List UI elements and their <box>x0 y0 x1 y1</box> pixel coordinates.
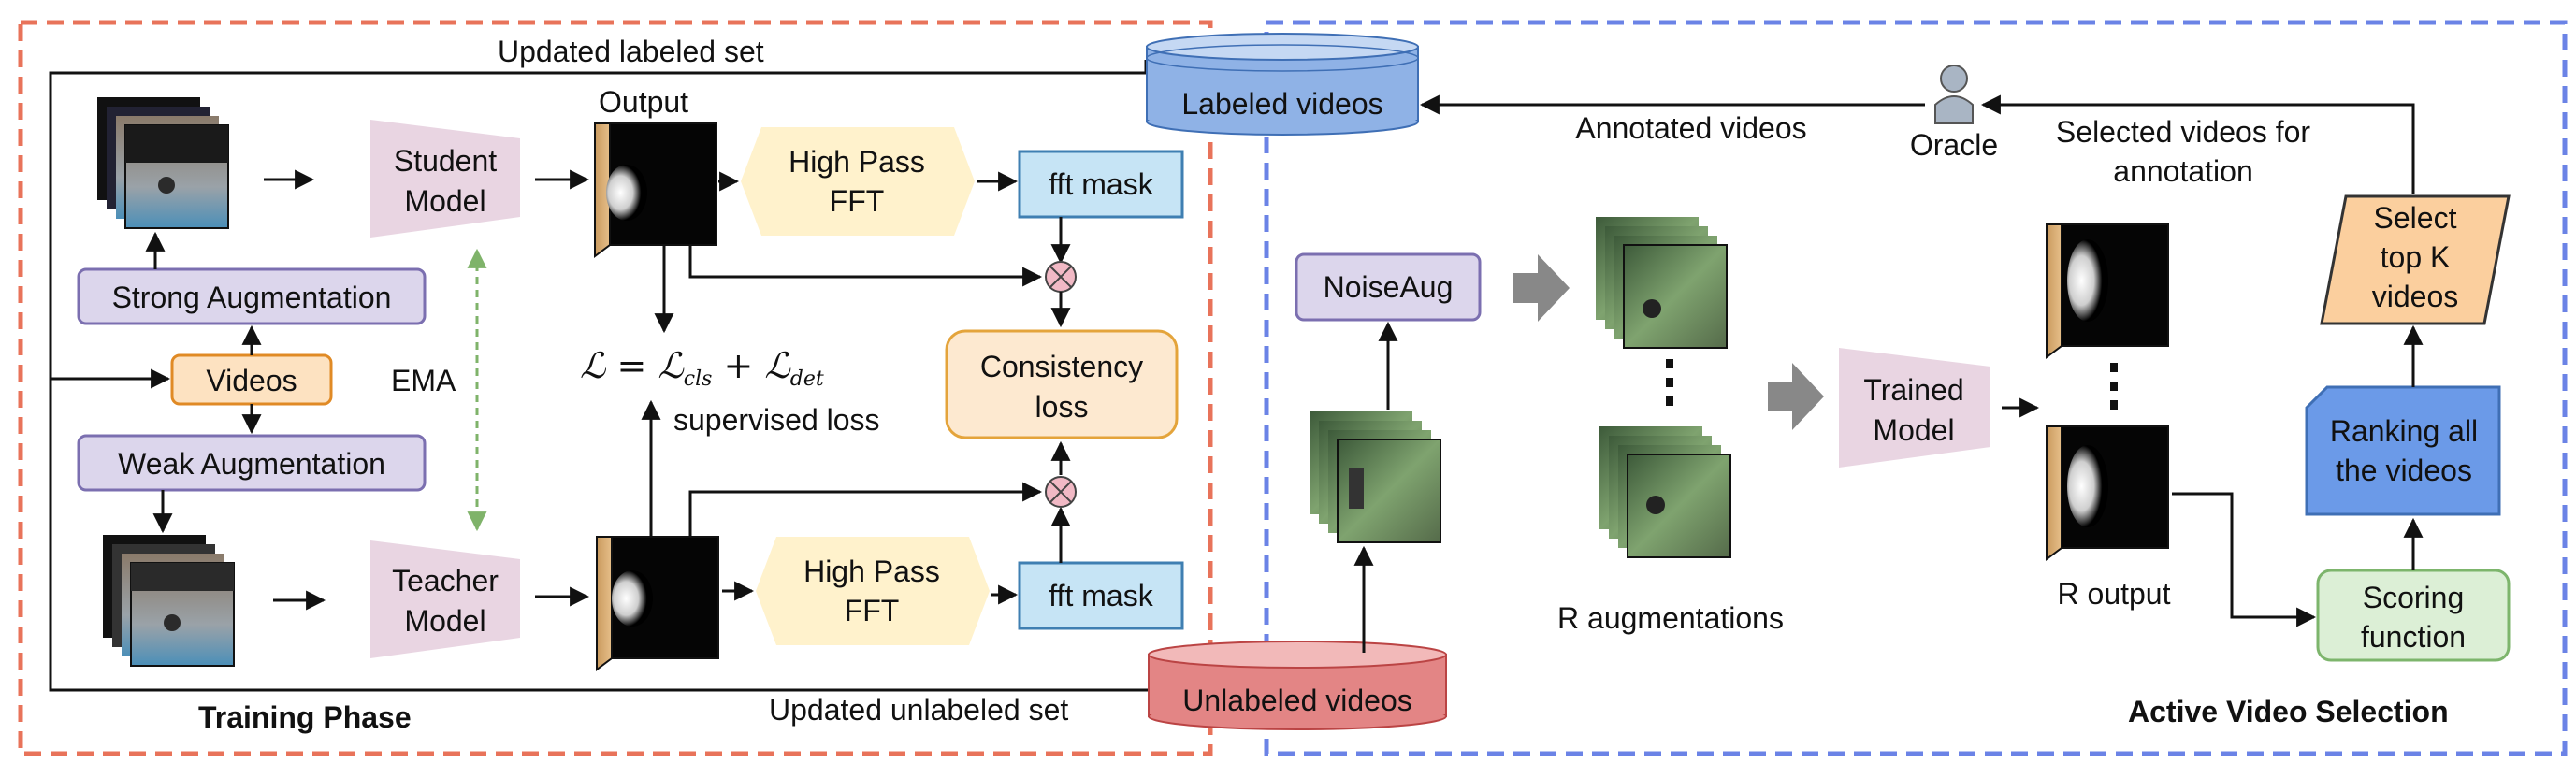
updated-unlabeled-set-label: Updated unlabeled set <box>769 693 1068 727</box>
high-pass-fft-label-top-2: FFT <box>830 184 885 218</box>
r-augmentations-label: R augmentations <box>1557 601 1784 635</box>
weak-augmentation-label: Weak Augmentation <box>118 447 385 481</box>
unlabeled-video-stack-icon <box>1310 411 1441 543</box>
augmented-video-stack-icon-bottom <box>1599 426 1731 558</box>
student-output-cube-icon <box>594 122 717 258</box>
high-pass-fft-block-bottom <box>756 537 990 645</box>
supervised-loss-label: supervised loss <box>673 403 880 437</box>
vertical-ellipsis-icon-output <box>2110 363 2118 410</box>
high-pass-fft-label-top-1: High Pass <box>789 145 925 179</box>
scoring-function-label-2: function <box>2361 620 2466 654</box>
high-pass-fft-block-top <box>741 127 975 236</box>
trained-model-block <box>1839 348 1990 468</box>
teacher-model-label-1: Teacher <box>392 564 499 598</box>
multiply-circle-icon-bottom <box>1045 476 1077 508</box>
fft-mask-block-top <box>1018 150 1184 219</box>
teacher-output-cube-icon <box>596 536 719 671</box>
strong-augmentation-block <box>77 267 427 325</box>
labeled-videos-database-icon <box>1146 33 1419 136</box>
trained-model-label-1: Trained <box>1863 373 1963 407</box>
annotated-videos-label: Annotated videos <box>1575 111 1806 145</box>
active-selection-frame <box>1264 20 2568 756</box>
student-model-block <box>370 120 520 238</box>
select-top-k-label-1: Select <box>2374 201 2457 235</box>
fft-mask-label-top: fft mask <box>1049 167 1153 201</box>
multiply-circle-icon-top <box>1045 261 1077 293</box>
selected-videos-label-2: annotation <box>2113 154 2252 188</box>
oracle-user-icon <box>1934 65 1974 124</box>
training-phase-frame <box>18 20 1213 756</box>
augmented-video-stack-icon-top <box>1596 217 1728 349</box>
trained-model-label-2: Model <box>1873 413 1954 447</box>
loss-formula: ℒ = ℒcls + ℒdet <box>580 345 824 391</box>
weak-augmented-video-stack-icon <box>103 535 235 667</box>
r-output-label: R output <box>2058 577 2171 611</box>
training-phase-title: Training Phase <box>198 700 412 734</box>
strong-augmentation-label: Strong Augmentation <box>112 281 392 314</box>
labeled-videos-label: Labeled videos <box>1181 87 1382 121</box>
unlabeled-videos-database-icon <box>1148 641 1447 730</box>
updated-labeled-set-label: Updated labeled set <box>498 35 764 68</box>
active-selection-title: Active Video Selection <box>2128 695 2449 728</box>
arrow-icon-noise <box>1513 254 1570 322</box>
fft-mask-block-bottom <box>1018 561 1184 630</box>
ranking-label-1: Ranking all <box>2330 414 2478 448</box>
high-pass-fft-label-bottom-1: High Pass <box>803 555 940 588</box>
selected-videos-label-1: Selected videos for <box>2056 115 2311 149</box>
noise-aug-block <box>1295 252 1482 322</box>
ranking-label-2: the videos <box>2336 454 2472 487</box>
arrow-icon-augment <box>1768 363 1824 430</box>
vertical-ellipsis-icon-augment <box>1666 359 1673 406</box>
select-top-k-block <box>2320 194 2511 325</box>
ranking-block <box>2305 385 2501 516</box>
strong-augmented-video-stack-icon <box>97 97 229 229</box>
output-label: Output <box>599 85 688 119</box>
noise-aug-label: NoiseAug <box>1324 270 1454 304</box>
unlabeled-videos-label: Unlabeled videos <box>1182 684 1412 717</box>
consistency-loss-block <box>945 329 1179 439</box>
teacher-model-block <box>370 540 520 658</box>
scoring-function-label-1: Scoring <box>2363 581 2465 614</box>
teacher-model-label-2: Model <box>404 604 485 638</box>
student-model-label-1: Student <box>394 144 497 178</box>
student-model-label-2: Model <box>404 184 485 218</box>
select-top-k-label-3: videos <box>2372 280 2459 313</box>
fft-mask-label-bottom: fft mask <box>1049 579 1153 612</box>
ema-label: EMA <box>391 364 456 397</box>
select-top-k-label-2: top K <box>2381 240 2451 274</box>
r-output-cube-icon-top <box>2046 223 2169 359</box>
consistency-loss-label-1: Consistency <box>980 350 1143 383</box>
r-output-cube-icon-bottom <box>2046 425 2169 561</box>
videos-label: Videos <box>206 364 297 397</box>
high-pass-fft-label-bottom-2: FFT <box>845 594 900 627</box>
consistency-loss-label-2: loss <box>1035 390 1089 424</box>
oracle-label: Oracle <box>1910 128 1998 162</box>
weak-augmentation-block <box>77 434 427 492</box>
